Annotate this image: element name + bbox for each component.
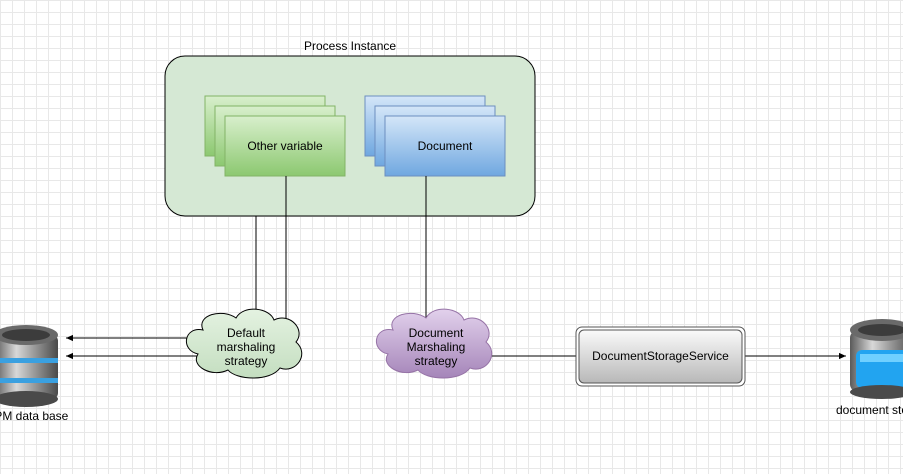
document-stack[interactable] xyxy=(364,95,506,177)
document-strategy-line-3: strategy xyxy=(414,354,458,368)
default-strategy-cloud[interactable] xyxy=(186,308,303,379)
other-variable-stack[interactable] xyxy=(204,95,346,177)
document-label: Document xyxy=(417,139,473,153)
default-strategy-label: Default marshaling strategy xyxy=(200,326,292,368)
document-strategy-line-2: Marshaling xyxy=(406,340,466,354)
process-instance-label: Process Instance xyxy=(304,39,397,53)
default-strategy-line-2: marshaling xyxy=(216,340,276,354)
document-strategy-line-1: Document xyxy=(408,326,464,340)
database-icon xyxy=(0,325,58,407)
document-store-label: document store xyxy=(836,403,903,417)
other-variable-label: Other variable xyxy=(247,139,323,153)
database-label: jBPM data base xyxy=(0,409,69,423)
default-strategy-line-1: Default xyxy=(226,326,266,340)
document-store-icon xyxy=(850,319,903,399)
default-strategy-line-3: strategy xyxy=(224,354,268,368)
document-storage-service-label: DocumentStorageService xyxy=(592,349,729,363)
document-strategy-cloud[interactable] xyxy=(376,308,493,379)
document-storage-service-box[interactable] xyxy=(575,326,746,387)
document-strategy-label: Document Marshaling strategy xyxy=(390,326,482,368)
connectors xyxy=(66,176,846,360)
